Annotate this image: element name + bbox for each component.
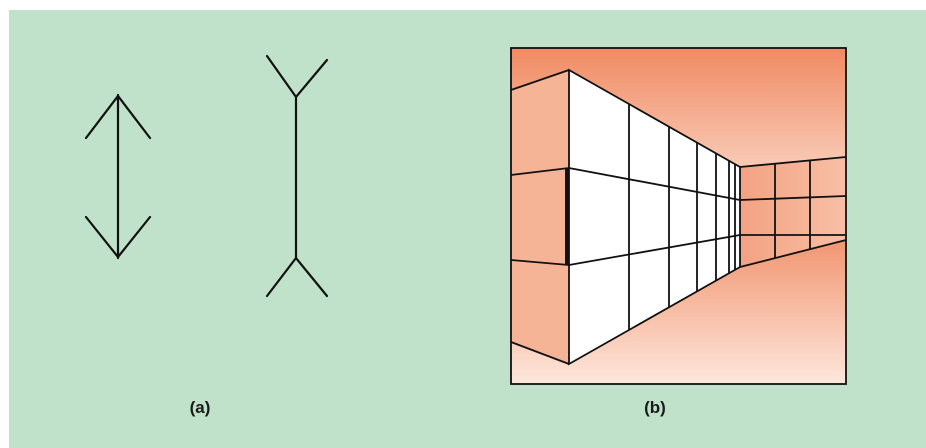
corridor-illusion-figure	[510, 47, 847, 385]
back-wall	[740, 157, 846, 267]
caption-a: (a)	[189, 398, 211, 417]
wall-line-upper	[568, 167, 741, 201]
mueller-lyer-arrow-heads-figure	[84, 93, 152, 260]
corridor-frame	[510, 47, 847, 385]
column-top-edge	[510, 69, 570, 91]
arrowhead-top	[84, 94, 152, 140]
caption-b: (b)	[644, 398, 666, 417]
left-column-face	[511, 70, 569, 364]
wall-line-lower	[568, 234, 741, 266]
arrowhead-bottom	[84, 215, 152, 259]
column-line-lower	[510, 259, 570, 266]
fins-bottom	[265, 256, 329, 298]
column-bottom-edge	[510, 341, 570, 365]
fins-top	[265, 54, 329, 99]
column-line-upper	[510, 167, 570, 176]
mueller-lyer-fins-figure	[265, 54, 329, 298]
back-wall-line	[739, 195, 847, 201]
back-wall-line	[739, 156, 847, 168]
back-wall-line	[739, 239, 847, 268]
